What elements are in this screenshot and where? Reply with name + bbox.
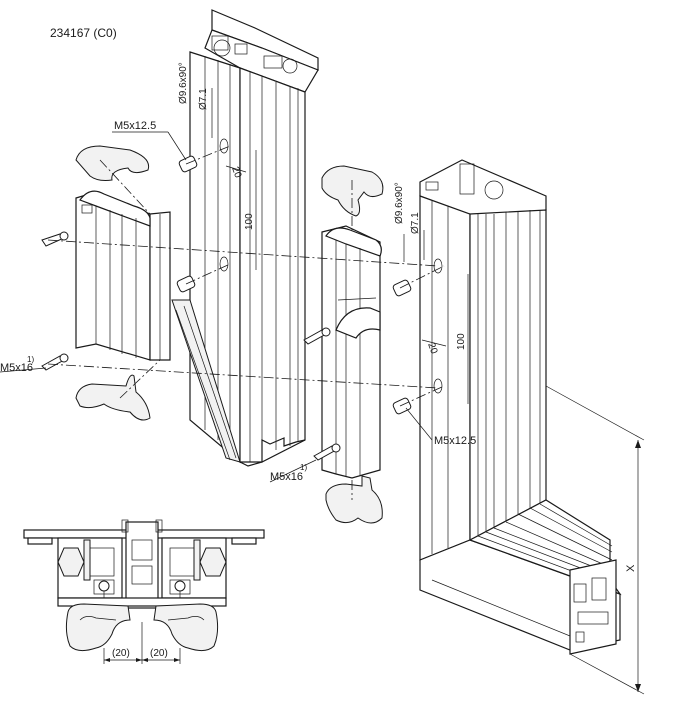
overall-dim-label: X [625, 564, 637, 572]
callout-right-screw: M5x12.5 [434, 435, 476, 447]
right-offset-dim: 20 [425, 341, 439, 356]
left-dimension-group: Ø9.6x90° Ø7.1 20 100 [178, 62, 257, 270]
callout-upper-left-screw: M5x12.5 [114, 120, 156, 132]
part-number: 234167 (C0) [50, 26, 117, 40]
callout-left-lower-note: 1) [27, 355, 34, 364]
left-hole-large-dim: Ø9.6x90° [178, 62, 189, 104]
center-lower-screw-icon [313, 443, 341, 461]
left-hole-small-dim: Ø7.1 [198, 88, 209, 110]
overall-x-dimension: X [545, 385, 645, 695]
center-bottom-end-cap [325, 475, 383, 524]
left-hole-lower [219, 256, 229, 272]
right-hole-large-dim: Ø9.6x90° [394, 182, 405, 224]
section-dim-right: (20) [150, 648, 168, 659]
left-bottom-end-cap [75, 374, 151, 421]
right-dimension-group: Ø9.6x90° Ø7.1 20 100 [394, 182, 469, 404]
left-lower-screw-icon [41, 353, 69, 371]
left-mullion-profile [171, 9, 319, 467]
left-hole-upper [219, 138, 229, 154]
center-connector-profile [321, 225, 382, 479]
right-frame-assembly [419, 159, 622, 655]
callout-left-lower-screw: M5x16 [0, 362, 33, 374]
right-hole-small-dim: Ø7.1 [410, 212, 421, 234]
cross-section-view: (20) (20) [23, 519, 265, 664]
right-threaded-insert-upper-icon [392, 279, 412, 297]
center-upper-screw-icon [303, 327, 331, 345]
left-spacing-dim: 100 [244, 213, 255, 230]
right-threaded-insert-lower-icon [392, 397, 412, 415]
section-dim-left: (20) [112, 648, 130, 659]
callout-center-lower-note: 1) [300, 463, 307, 472]
left-upper-screw-icon [41, 231, 69, 247]
right-hole-lower [433, 378, 443, 394]
left-top-end-cap [75, 145, 150, 181]
left-offset-dim: 20 [229, 165, 243, 180]
callout-center-lower-screw: M5x16 [270, 471, 303, 483]
left-connector-profile [75, 190, 171, 361]
center-top-end-cap [321, 165, 384, 217]
right-spacing-dim: 100 [456, 333, 467, 350]
